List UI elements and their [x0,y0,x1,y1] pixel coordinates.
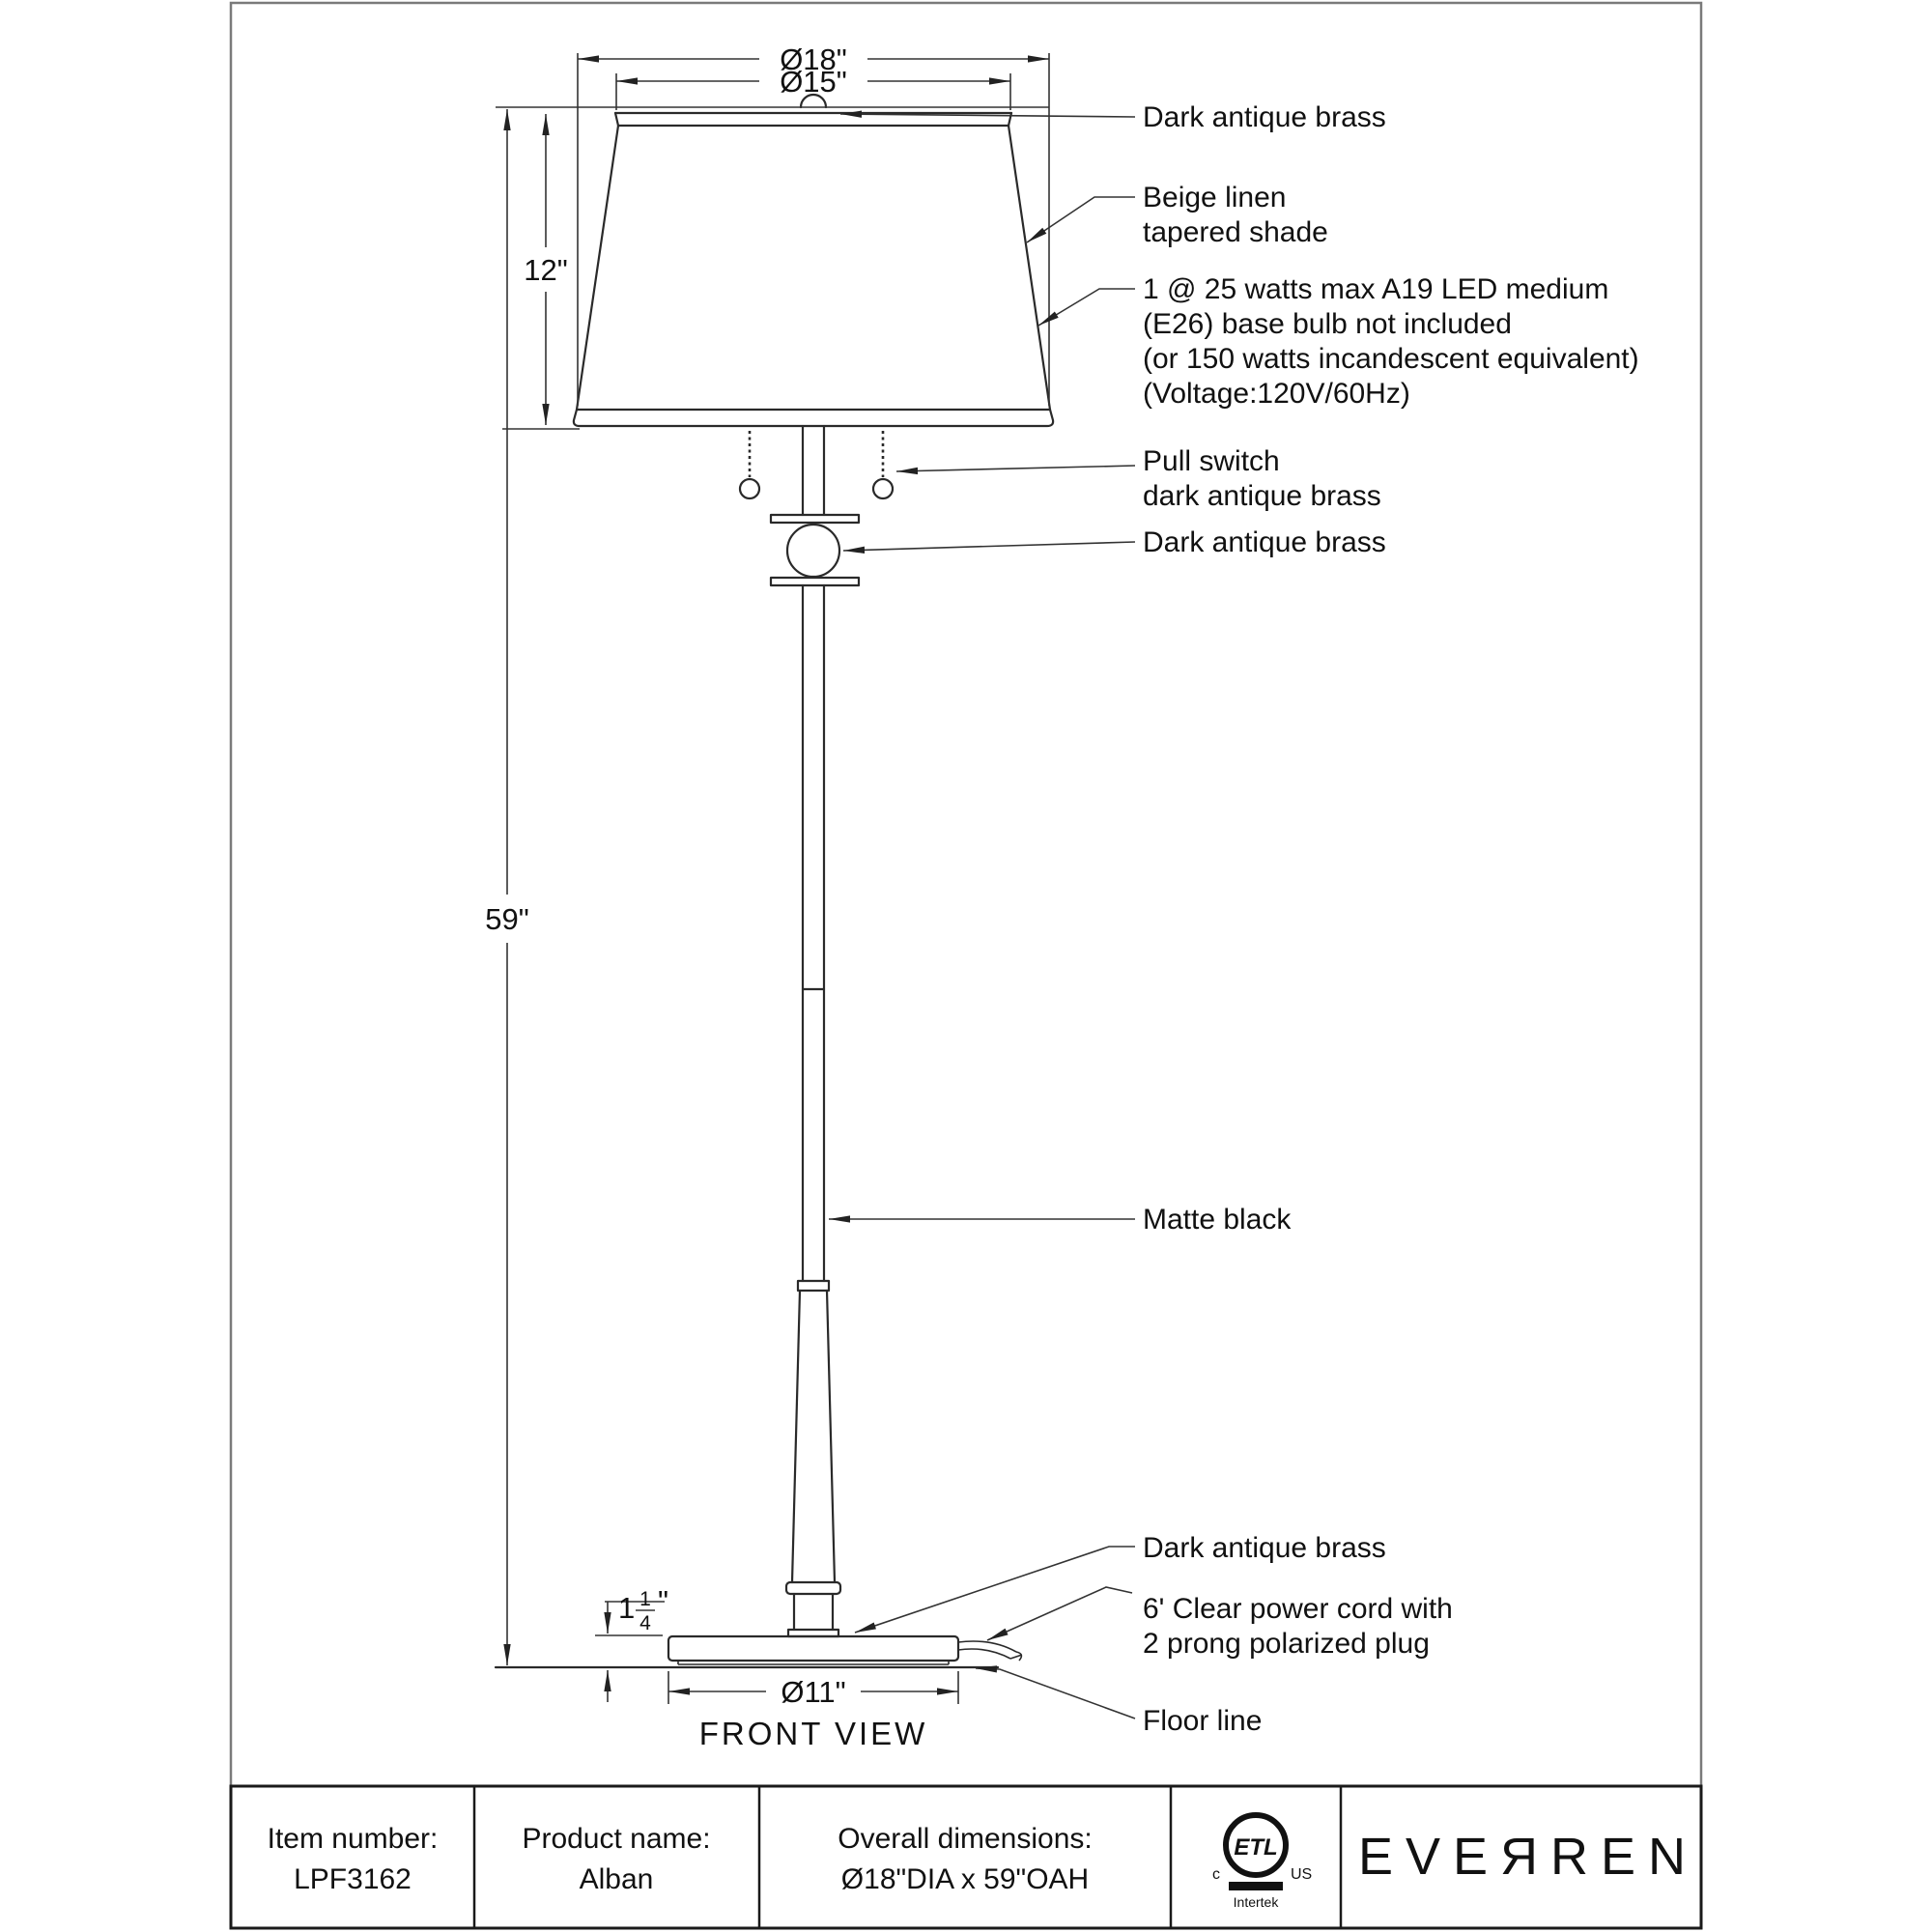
callout-ball: Dark antique brass [1143,526,1386,558]
leader-pull-switch [895,465,1136,475]
leader-ball [842,541,1136,554]
cell-overall-dimensions: Overall dimensions: Ø18"DIA x 59"OAH [838,1823,1092,1895]
view-label: FRONT VIEW [699,1716,928,1751]
callout-finial: Dark antique brass [1143,101,1386,133]
footer-table: Item number: LPF3162 Product name: Alban… [229,1784,1703,1930]
leader-bulb [1037,288,1135,327]
leader-floor-line [975,1665,1136,1719]
dim-label-12: 12" [524,253,568,287]
brand-logo: EVEЯREN [1358,1828,1698,1886]
dimension-o15: Ø15" [615,65,1011,110]
dim-label-59: 59" [485,902,529,936]
dim-label-1q-whole: 1 [618,1591,635,1625]
dim-label-o11: Ø11" [781,1675,845,1709]
product-name-value: Alban [580,1863,654,1895]
leader-base-neck [854,1546,1135,1634]
item-number-label: Item number: [268,1823,439,1855]
lower-disc [769,576,861,587]
cell-item-number: Item number: LPF3162 [268,1823,439,1895]
dim-label-o15: Ø15" [780,65,847,99]
callout-cord-line2: 2 prong polarized plug [1143,1628,1430,1660]
callout-bulb-line1: 1 @ 25 watts max A19 LED medium [1143,273,1608,305]
callout-cord-line1: 6' Clear power cord with [1143,1593,1453,1625]
etl-intertek-text: Intertek [1234,1894,1280,1910]
upper-disc [769,513,861,525]
lamp-stem [784,583,842,1638]
callout-stem: Matte black [1143,1204,1292,1236]
dim-label-1q-num: 1 [639,1588,651,1610]
pull-chain-ball-right [871,477,895,500]
leader-shade [1026,196,1135,243]
callout-shade-line1: Beige linen [1143,182,1286,213]
leader-finial [839,110,1136,118]
callout-leaders [829,110,1136,1719]
leader-cord [986,1586,1133,1641]
cell-product-name: Product name: Alban [522,1823,710,1895]
dimension-1-quarter: 1 1 4 " [595,1584,668,1702]
etl-c-text: c [1212,1866,1220,1883]
etl-listed-icon: ETL c US Intertek [1212,1812,1312,1910]
power-cord [957,1640,1023,1662]
brass-ball [785,523,841,579]
overall-dimensions-value: Ø18"DIA x 59"OAH [841,1863,1089,1895]
overall-dimensions-label: Overall dimensions: [838,1823,1092,1855]
dimension-59: 59" [485,106,1049,1665]
dim-label-1q-den: 4 [639,1612,651,1634]
pull-chains [738,431,895,500]
callout-base-neck: Dark antique brass [1143,1532,1386,1564]
callout-bulb-line3: (or 150 watts incandescent equivalent) [1143,343,1639,375]
lamp-base [667,1634,960,1665]
callout-texts: Dark antique brass Beige linen tapered s… [1143,101,1639,1737]
dim-label-1q-unit: " [658,1584,668,1618]
floor-lamp-front-view [494,93,1055,1669]
dimension-o18: Ø18" [577,43,1050,406]
callout-shade-line2: tapered shade [1143,216,1328,248]
dimension-12: 12" [502,114,580,430]
callout-pull-switch-line2: dark antique brass [1143,480,1381,512]
footer-table-border [229,1784,1703,1930]
product-name-label: Product name: [522,1823,710,1855]
stem-neck [769,424,861,587]
etl-us-text: US [1291,1866,1312,1883]
callout-pull-switch-line1: Pull switch [1143,445,1280,477]
dimension-o11: Ø11" [668,1671,959,1709]
stem-collar [796,1279,831,1293]
callout-bulb-line4: (Voltage:120V/60Hz) [1143,378,1410,410]
lamp-shade [572,111,1055,428]
item-number-value: LPF3162 [294,1863,412,1895]
etl-mark-text: ETL [1234,1834,1277,1861]
cone-collar-ring [784,1580,842,1596]
pull-chain-ball-left [738,477,761,500]
callout-bulb-line2: (E26) base bulb not included [1143,308,1512,340]
dim-label-o18: Ø18" [780,43,847,76]
finial [799,93,828,109]
callout-floor-line: Floor line [1143,1705,1262,1737]
